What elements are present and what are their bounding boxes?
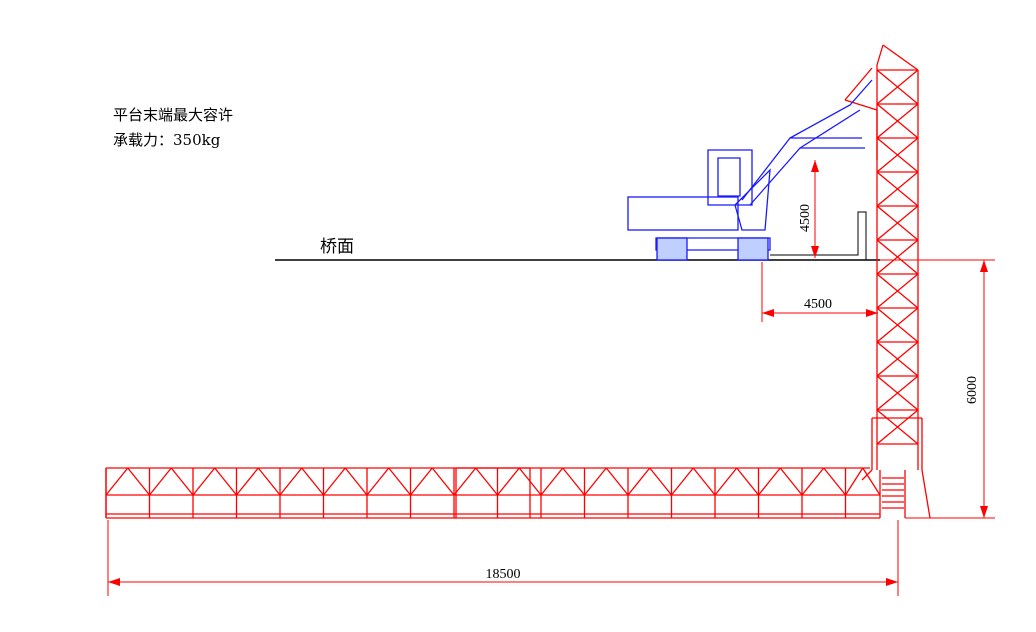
tower-diagonal: [876, 341, 919, 377]
tower-diagonal: [876, 69, 919, 105]
arrow-total-left: [108, 578, 120, 586]
tower-diagonal: [876, 375, 919, 411]
platform-diagonal: [301, 467, 325, 496]
vehicle-chassis: [655, 237, 771, 251]
tower-diagonal: [876, 171, 919, 207]
platform-diagonal: [409, 467, 433, 496]
tower-diagonal: [876, 273, 919, 309]
platform-diagonal: [823, 467, 847, 496]
tower-bracket: [844, 67, 873, 101]
arrow-total-right: [886, 578, 898, 586]
platform-diagonal: [475, 467, 499, 496]
load-note-line-1: 平台末端最大容许: [113, 106, 234, 124]
vehicle-boom-base: [734, 168, 771, 231]
platform-diagonal: [862, 467, 881, 496]
platform-diagonal: [583, 467, 607, 496]
platform-diagonal: [322, 467, 346, 496]
bridge-deck-label: 桥面: [320, 237, 354, 257]
load-note-line-2: 承载力：350kg: [113, 131, 221, 149]
arrow-depth-bottom: [980, 506, 988, 518]
platform-diagonal: [127, 467, 151, 496]
platform-diagonal: [844, 467, 864, 496]
horizontal-platform-truss: [105, 467, 881, 519]
arrow-vreach-bottom: [811, 246, 819, 258]
tower-diagonal: [876, 137, 919, 173]
dim-total-label: 18500: [486, 567, 521, 582]
rear-track: [737, 237, 769, 261]
front-track: [656, 237, 688, 261]
tower-bracket: [844, 99, 878, 111]
tower-diagonal: [876, 409, 919, 445]
vehicle-boom: [741, 137, 865, 206]
platform-diagonal: [562, 467, 586, 496]
vertical-truss-tower: [844, 44, 931, 519]
platform-diagonal: [388, 467, 412, 496]
dimension-lines: [107, 160, 995, 596]
dim-vertical-reach-label: 4500: [798, 204, 813, 232]
platform-diagonal: [670, 467, 694, 496]
dim-depth-label: 6000: [965, 376, 980, 404]
platform-diagonal: [605, 467, 629, 496]
arrow-reach-right: [866, 309, 878, 317]
arrow-reach-left: [762, 309, 774, 317]
platform-diagonal: [779, 467, 803, 496]
elbow-outer: [921, 469, 931, 519]
dimension-arrows: [108, 160, 988, 586]
platform-diagonal: [757, 467, 781, 496]
vehicle-upper-arm: [789, 79, 873, 149]
tower-diagonal: [876, 239, 919, 275]
platform-diagonal: [540, 467, 564, 496]
tower-diagonal: [876, 205, 919, 241]
inspection-vehicle: [627, 79, 873, 261]
arrow-depth-top: [980, 260, 988, 272]
platform-diagonal: [192, 467, 216, 496]
tower-diagonal: [876, 307, 919, 343]
vehicle-cab: [707, 149, 753, 206]
platform-diagonal: [235, 467, 259, 496]
arrow-vreach-top: [811, 160, 819, 172]
deck-curb: [770, 211, 867, 260]
platform-diagonal: [736, 467, 760, 496]
platform-diagonal: [431, 467, 455, 496]
platform-diagonal: [366, 467, 390, 496]
dim-horizontal-reach-label: 4500: [804, 297, 832, 312]
platform-diagonal: [257, 467, 281, 496]
platform-diagonal: [496, 467, 520, 496]
platform-diagonal: [692, 467, 716, 496]
platform-diagonal: [714, 467, 738, 496]
platform-diagonal: [344, 467, 368, 496]
platform-diagonal: [649, 467, 673, 496]
platform-diagonal: [170, 467, 194, 496]
platform-diagonal: [214, 467, 238, 496]
tower-diagonal: [876, 103, 919, 139]
platform-diagonal: [279, 467, 303, 496]
platform-diagonal: [801, 467, 825, 496]
tower-top-right: [882, 44, 919, 71]
vehicle-body: [627, 196, 739, 231]
platform-diagonal: [105, 467, 129, 496]
platform-diagonal: [148, 467, 172, 496]
platform-diagonal: [627, 467, 651, 496]
platform-diagonal: [453, 467, 477, 496]
tower-top-left: [876, 44, 884, 66]
